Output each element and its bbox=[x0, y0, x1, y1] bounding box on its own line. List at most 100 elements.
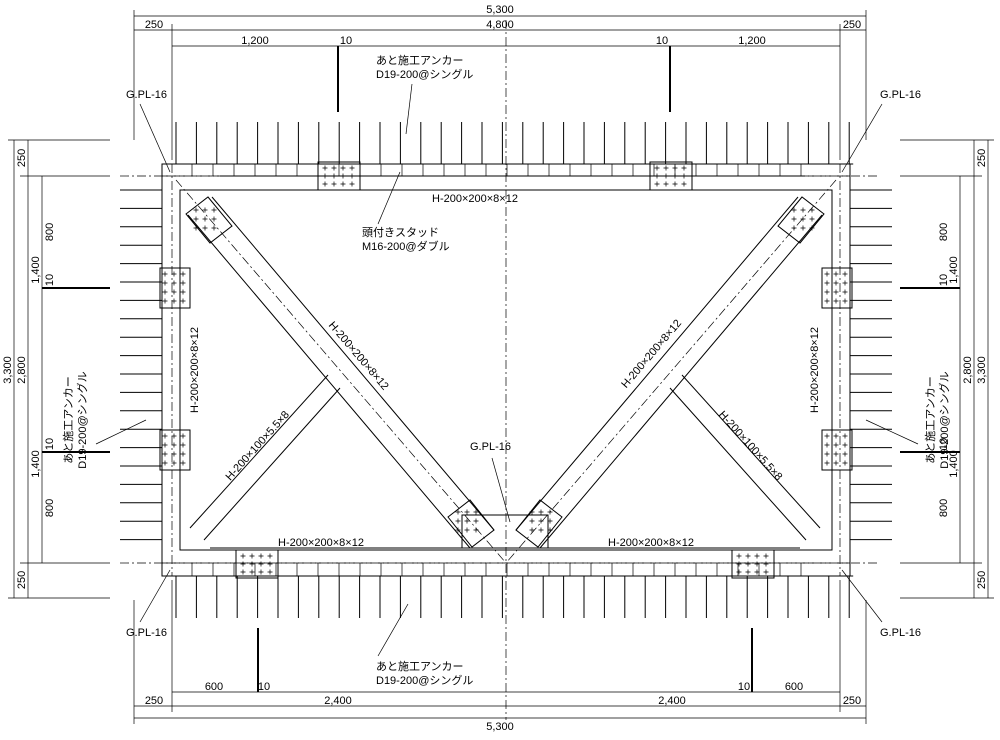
bolt-mark bbox=[833, 271, 839, 277]
bolt-mark bbox=[162, 298, 168, 304]
bolt-mark bbox=[455, 509, 461, 515]
dim-top-gap-right: 10 bbox=[656, 35, 668, 47]
bolt-group bbox=[162, 165, 848, 575]
left-main-brace-axis bbox=[175, 179, 507, 564]
dim-left-gap-top: 10 bbox=[44, 274, 56, 286]
dim-bottom-gap-right: 10 bbox=[738, 681, 750, 693]
bolt-mark bbox=[833, 280, 839, 286]
bolt-mark bbox=[473, 518, 479, 524]
bolt-mark bbox=[842, 298, 848, 304]
dim-left-inner: 2,800 bbox=[16, 356, 28, 384]
bolt-mark bbox=[171, 442, 177, 448]
label-gpl-center: G.PL-16 bbox=[470, 441, 511, 453]
label-bottom-beam-left: H-200×200×8×12 bbox=[278, 537, 364, 549]
leader-gpl-bottom-left bbox=[139, 569, 171, 623]
bolt-mark bbox=[349, 165, 355, 171]
dim-bottom-total: 5,300 bbox=[486, 721, 514, 733]
leader-anchor-right bbox=[865, 419, 919, 445]
bolt-mark bbox=[791, 216, 797, 222]
left-main-brace-edge-b bbox=[211, 196, 495, 531]
bolt-mark bbox=[322, 173, 328, 179]
bolt-mark bbox=[672, 181, 678, 187]
leader-gpl-bottom-right bbox=[841, 569, 883, 623]
dim-right-total: 3,300 bbox=[976, 356, 988, 384]
bottom-left-beam-splice bbox=[235, 549, 279, 579]
dim-top-sub-left: 1,200 bbox=[241, 35, 269, 47]
bolt-mark bbox=[800, 225, 806, 231]
bolt-mark bbox=[791, 207, 797, 213]
label-left-brace: H-200×200×8×12 bbox=[326, 319, 391, 392]
bolt-mark bbox=[842, 460, 848, 466]
bolt-mark bbox=[824, 433, 830, 439]
bolt-mark bbox=[654, 165, 660, 171]
bolt-mark bbox=[267, 553, 273, 559]
left-bottom-brace-splice bbox=[447, 499, 495, 548]
bolt-mark bbox=[833, 433, 839, 439]
dim-right-inner: 2,800 bbox=[962, 356, 974, 384]
right-sub-brace-edge-b bbox=[669, 387, 807, 541]
bolt-mark bbox=[322, 181, 328, 187]
dim-top-gap-left: 10 bbox=[340, 35, 352, 47]
label-stud-1: 頭付きスタッド bbox=[362, 226, 439, 239]
bolt-mark bbox=[736, 553, 742, 559]
label-right-brace: H-200×200×8×12 bbox=[619, 317, 684, 390]
label-anchor-left-2: D19-200@シングル bbox=[75, 371, 89, 468]
label-top-beam: H-200×200×8×12 bbox=[432, 193, 518, 205]
bolt-mark bbox=[455, 527, 461, 533]
bolt-mark bbox=[240, 553, 246, 559]
label-anchor-right-1: あと施工アンカー bbox=[924, 376, 937, 464]
bolt-mark bbox=[180, 433, 186, 439]
left-sub-brace-edge-b bbox=[203, 387, 341, 541]
top-right-beam-splice bbox=[649, 161, 693, 191]
bolt-mark bbox=[464, 518, 470, 524]
bolt-mark bbox=[809, 216, 815, 222]
leader-stud-top bbox=[377, 171, 401, 225]
dim-right-gap-bottom: 10 bbox=[938, 438, 950, 450]
bolt-mark bbox=[824, 460, 830, 466]
bolt-mark bbox=[202, 216, 208, 222]
bottom-right-beam-splice bbox=[731, 549, 775, 579]
bolt-mark bbox=[745, 569, 751, 575]
bolt-mark bbox=[249, 569, 255, 575]
bolt-mark bbox=[258, 569, 264, 575]
right-upper-column-splice bbox=[821, 267, 853, 309]
bolt-mark bbox=[791, 225, 797, 231]
bolt-mark bbox=[211, 216, 217, 222]
label-gpl-top-right: G.PL-16 bbox=[880, 89, 921, 101]
label-stud-2: M16-200@ダブル bbox=[362, 239, 450, 253]
dim-top-edge-left: 250 bbox=[145, 19, 163, 31]
bolt-mark bbox=[240, 569, 246, 575]
bolt-mark bbox=[547, 527, 553, 533]
label-anchor-bottom-1: あと施工アンカー bbox=[376, 660, 464, 673]
bolt-mark bbox=[681, 173, 687, 179]
bolt-mark bbox=[809, 207, 815, 213]
bolt-mark bbox=[663, 165, 669, 171]
bolt-mark bbox=[842, 451, 848, 457]
bolt-mark bbox=[162, 280, 168, 286]
dim-left-sub-bottom: 800 bbox=[44, 499, 56, 517]
dim-right-sub-top: 800 bbox=[938, 223, 950, 241]
bolt-mark bbox=[663, 181, 669, 187]
dim-top-total: 5,300 bbox=[486, 4, 514, 16]
bolt-mark bbox=[464, 527, 470, 533]
label-anchor-top-2: D19-200@シングル bbox=[376, 67, 473, 81]
right-main-brace-edge-b bbox=[515, 196, 799, 531]
dim-left-gap-bottom: 10 bbox=[44, 438, 56, 450]
leader-anchor-top bbox=[405, 83, 413, 135]
bolt-mark bbox=[824, 451, 830, 457]
bolt-mark bbox=[824, 298, 830, 304]
bolt-mark bbox=[833, 298, 839, 304]
bolt-mark bbox=[171, 289, 177, 295]
bolt-mark bbox=[672, 165, 678, 171]
bolt-mark bbox=[538, 518, 544, 524]
bolt-mark bbox=[824, 289, 830, 295]
right-top-brace-splice bbox=[777, 196, 825, 244]
bolt-mark bbox=[809, 225, 815, 231]
dim-left-lower: 1,400 bbox=[30, 450, 42, 478]
bolt-mark bbox=[745, 561, 751, 567]
bolt-mark bbox=[529, 509, 535, 515]
bolt-mark bbox=[331, 173, 337, 179]
right-main-brace-edge-a bbox=[539, 214, 823, 549]
dim-left-total: 3,300 bbox=[2, 356, 14, 384]
